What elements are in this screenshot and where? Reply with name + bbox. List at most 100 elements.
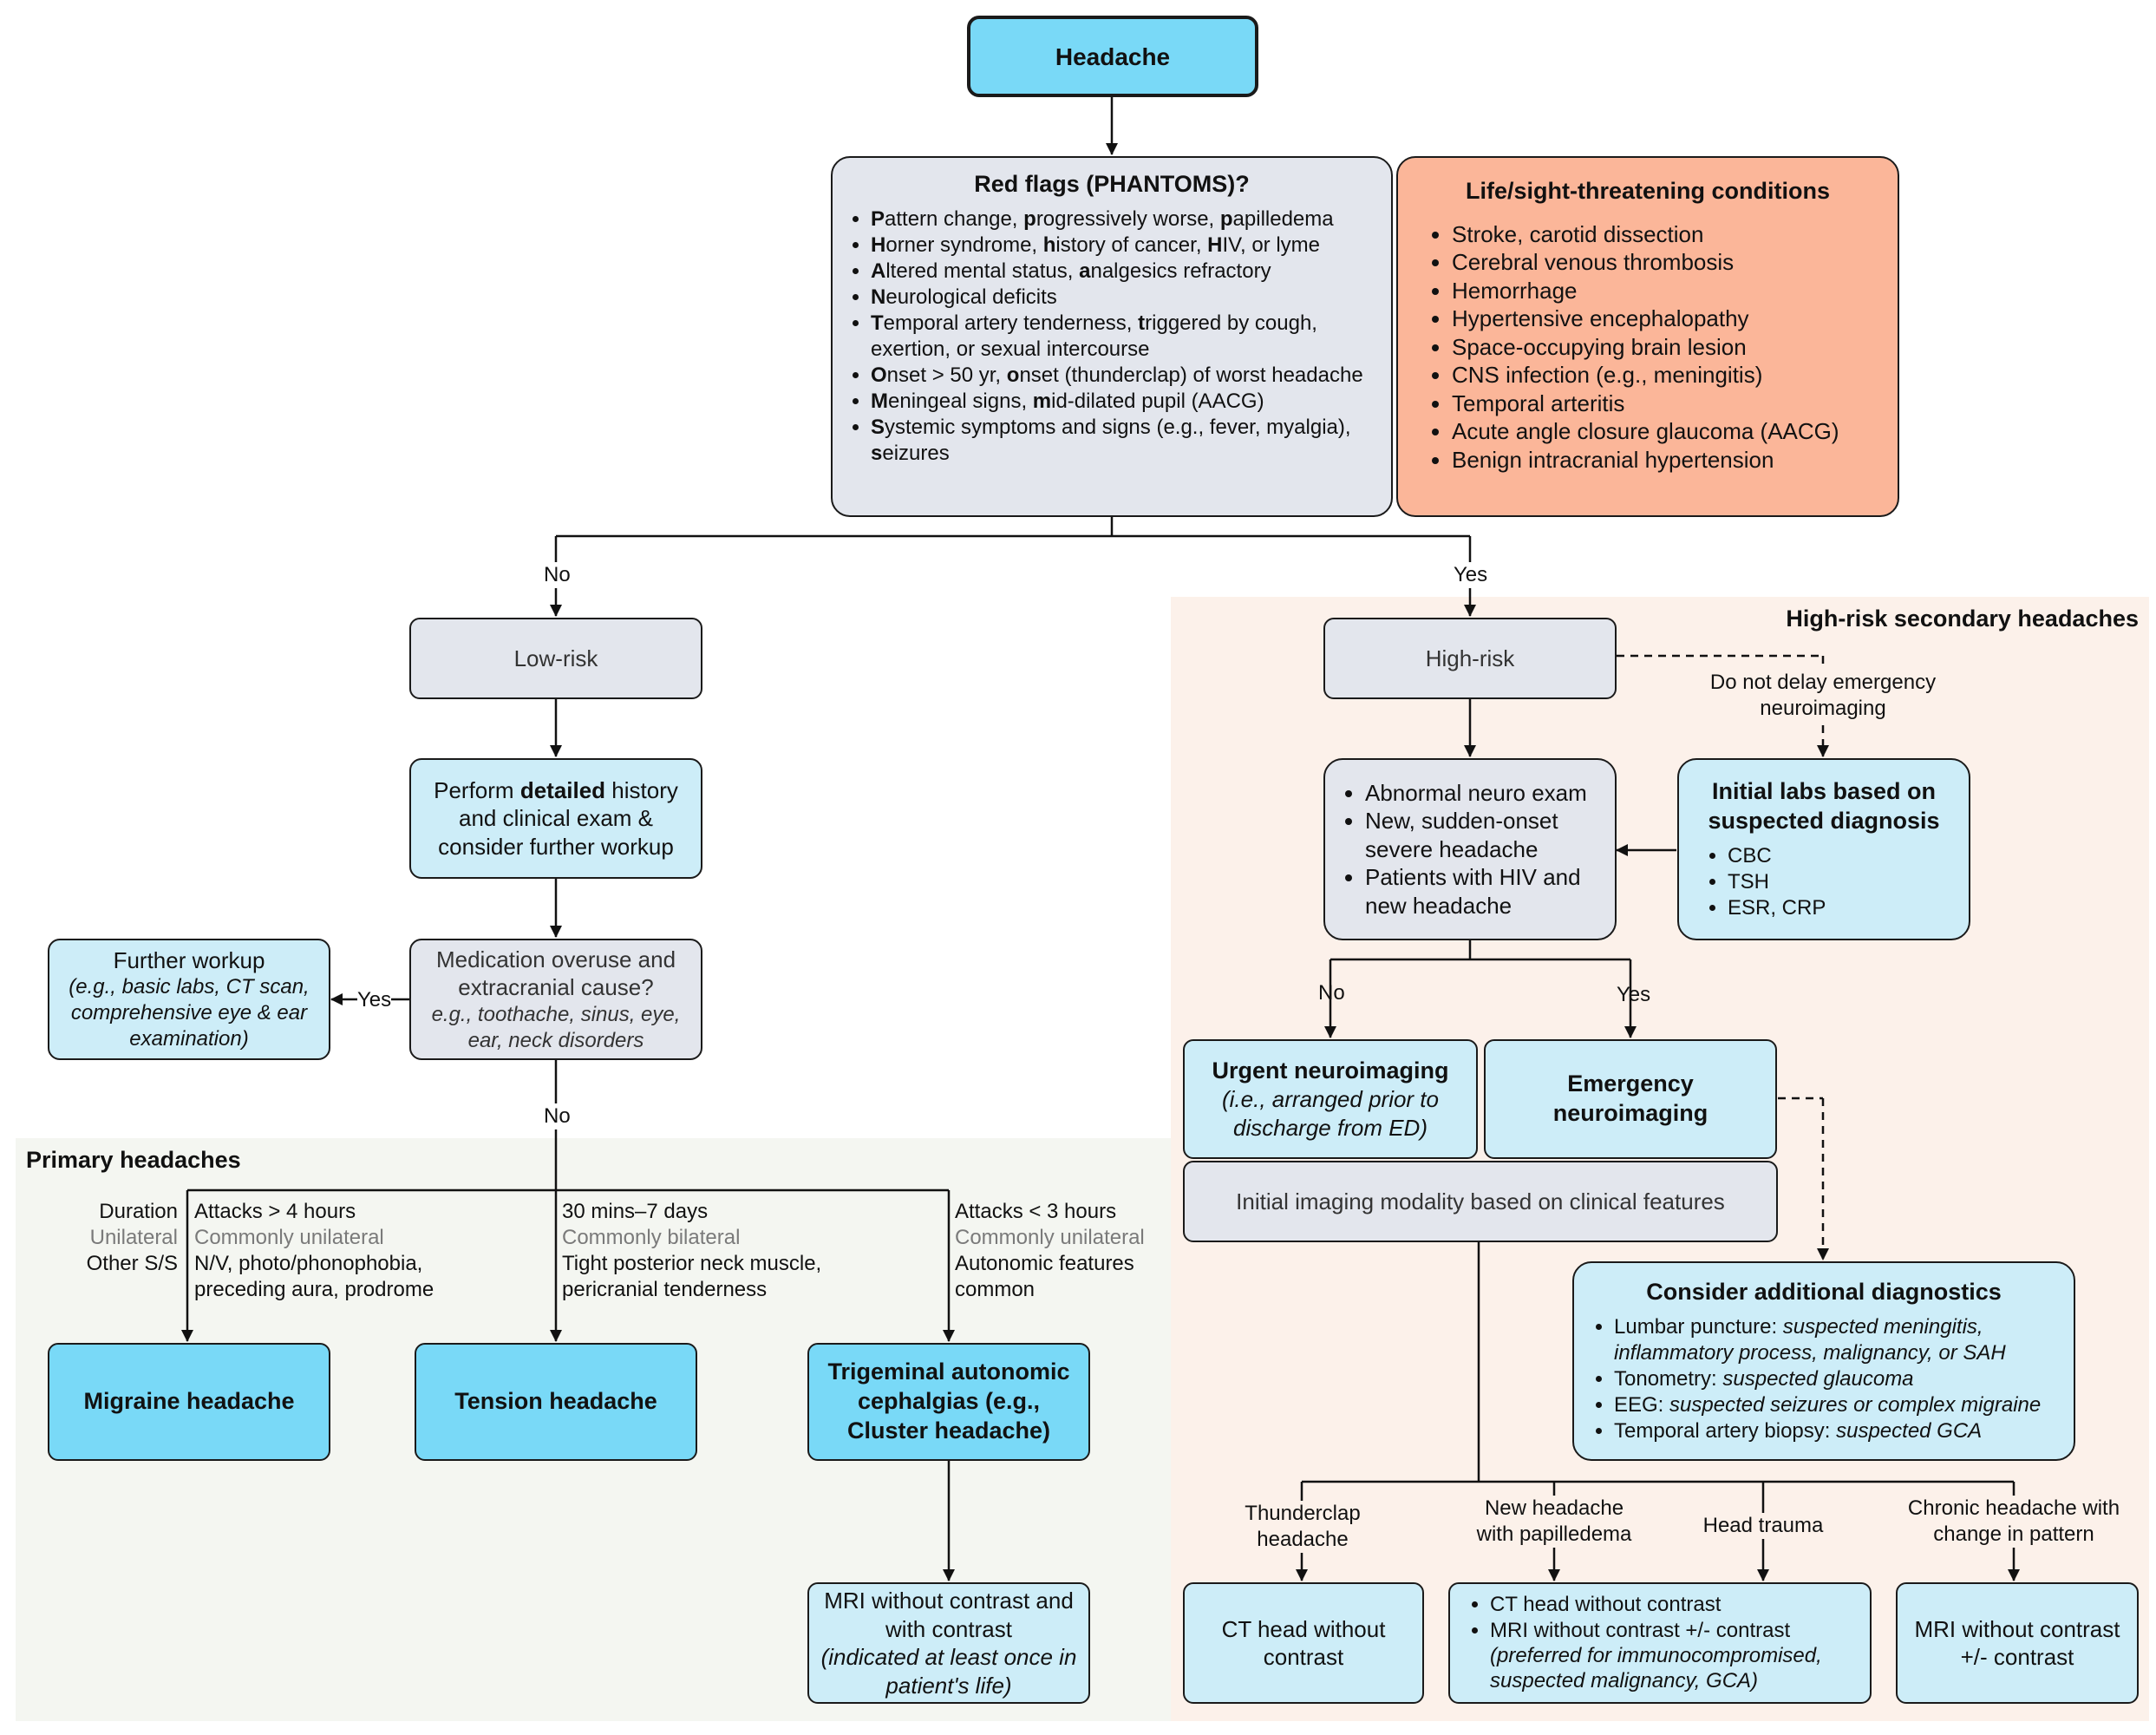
initial-lab-item: CBC [1728,843,1826,869]
medication-overuse-question: Medication overuse and extracranial caus… [435,946,676,1001]
combo-imaging-list: CT head without contrast MRI without con… [1460,1592,1859,1693]
red-flag-item: Horner syndrome, history of cancer, HIV,… [871,232,1377,259]
tac-features: Attacks < 3 hours Commonly unilateral Au… [955,1199,1172,1303]
detailed-history-node: Perform detailed history and clinical ex… [409,758,702,879]
migraine-other: N/V, photo/phonophobia, preceding aura, … [194,1252,434,1301]
neuro-exam-node: Abnormal neuro examNew, sudden-onset sev… [1323,758,1617,940]
neuro-exam-item: Patients with HIV and new headache [1365,863,1604,920]
delay-emergency-label: Do not delay emergency neuroimaging [1708,670,1937,722]
tac-label: Trigeminal autonomic cephalgias (e.g., C… [827,1359,1070,1444]
life-threatening-item: Space-occupying brain lesion [1452,333,1839,362]
red-flag-item: Altered mental status, analgesics refrac… [871,259,1377,285]
low-risk-node: Low-risk [409,618,702,699]
urgent-neuroimaging-node: Urgent neuroimaging (i.e., arranged prio… [1183,1039,1478,1159]
yes-label-workup: Yes [357,987,392,1013]
yes-label-highrisk: Yes [1454,562,1488,588]
further-workup-node: Further workup (e.g., basic labs, CT sca… [48,939,330,1060]
row-label-duration: Duration [99,1200,178,1223]
tension-other: Tight posterior neck muscle, pericranial… [562,1252,822,1301]
imaging-modality-node: Initial imaging modality based on clinic… [1183,1161,1778,1242]
primary-headaches-label: Primary headaches [26,1147,241,1173]
migraine-duration: Attacks > 4 hours [194,1200,356,1223]
red-flags-title: Red flags (PHANTOMS)? [974,171,1250,197]
life-threatening-title: Life/sight-threatening conditions [1466,178,1830,204]
combo-item-mri-text: MRI without contrast +/- contrast [1490,1618,1791,1642]
migraine-node: Migraine headache [48,1343,330,1461]
mri-contrast-node: MRI without contrast +/- contrast [1896,1582,2139,1704]
ct-head-label: CT head without contrast [1221,1615,1386,1671]
papilledema-label: New headache with papilledema [1466,1496,1643,1548]
no-label-urgent: No [1318,981,1345,1005]
mri-tac-detail: (indicated at least once in patient's li… [820,1644,1077,1699]
tac-other: Autonomic features common [955,1252,1134,1301]
combo-item-ct: CT head without contrast [1490,1592,1859,1617]
imaging-modality-label: Initial imaging modality based on clinic… [1236,1188,1725,1214]
thunderclap-label: Thunderclap headache [1232,1501,1374,1553]
no-label-medication: No [544,1103,571,1129]
red-flags-node: Red flags (PHANTOMS)? Pattern change, pr… [831,156,1393,517]
row-label-unilateral: Unilateral [89,1226,178,1249]
migraine-side: Commonly unilateral [194,1226,384,1249]
life-threatening-item: Temporal arteritis [1452,390,1839,418]
emergency-neuroimaging-node: Emergency neuroimaging [1484,1039,1777,1159]
emergency-neuroimaging-title: Emergency neuroimaging [1552,1070,1708,1126]
life-threatening-item: Benign intracranial hypertension [1452,446,1839,475]
detailed-history-text: Perform detailed history and clinical ex… [434,776,678,860]
red-flag-item: Onset > 50 yr, onset (thunderclap) of wo… [871,363,1377,389]
initial-labs-title: Initial labs based on suspected diagnosi… [1708,778,1940,834]
red-flag-item: Meningeal signs, mid-dilated pupil (AACG… [871,389,1377,415]
medication-overuse-node: Medication overuse and extracranial caus… [409,939,702,1060]
yes-label-emergency: Yes [1617,983,1651,1006]
headache-label: Headache [1055,43,1171,70]
combo-imaging-node: CT head without contrast MRI without con… [1448,1582,1872,1704]
initial-lab-item: TSH [1728,869,1826,895]
life-threatening-item: Acute angle closure glaucoma (AACG) [1452,417,1839,446]
further-workup-title: Further workup [113,946,265,973]
life-threatening-item: Hemorrhage [1452,277,1839,305]
trauma-label: Head trauma [1691,1513,1835,1539]
initial-labs-list: CBCTSHESR, CRP [1689,843,1826,921]
life-threatening-item: CNS infection (e.g., meningitis) [1452,361,1839,390]
mri-contrast-label: MRI without contrast +/- contrast [1914,1615,2120,1671]
initial-labs-node: Initial labs based on suspected diagnosi… [1677,758,1970,940]
neuro-exam-item: New, sudden-onset severe headache [1365,807,1604,863]
life-threatening-list: Stroke, carotid dissectionCerebral venou… [1415,220,1839,475]
migraine-features: Attacks > 4 hours Commonly unilateral N/… [194,1199,480,1303]
tension-features: 30 mins–7 days Commonly bilateral Tight … [562,1199,857,1303]
red-flag-item: Pattern change, progressively worse, pap… [871,206,1377,232]
high-risk-node: High-risk [1323,618,1617,699]
red-flags-list: Pattern change, progressively worse, pap… [846,206,1377,467]
headache-node: Headache [967,16,1258,97]
life-threatening-item: Stroke, carotid dissection [1452,220,1839,249]
additional-diagnostic-item: Temporal artery biopsy: suspected GCA [1614,1418,2061,1444]
primary-row-labels: Duration Unilateral Other S/S [82,1199,178,1277]
mri-tac-main: MRI without contrast and with contrast [824,1588,1074,1642]
tension-label: Tension headache [454,1388,657,1415]
additional-diagnostics-node: Consider additional diagnostics Lumbar p… [1572,1261,2075,1461]
initial-lab-item: ESR, CRP [1728,895,1826,921]
tac-side: Commonly unilateral [955,1226,1145,1249]
low-risk-label: Low-risk [513,645,598,671]
ct-head-node: CT head without contrast [1183,1582,1424,1704]
red-flag-item: Temporal artery tenderness, triggered by… [871,311,1377,363]
tension-side: Commonly bilateral [562,1226,741,1249]
additional-diagnostics-list: Lumbar puncture: suspected meningitis, i… [1586,1314,2061,1444]
additional-diagnostic-item: EEG: suspected seizures or complex migra… [1614,1392,2061,1418]
further-workup-detail: (e.g., basic labs, CT scan, comprehensiv… [69,975,310,1051]
additional-diagnostic-item: Tonometry: suspected glaucoma [1614,1366,2061,1392]
additional-diagnostics-title: Consider additional diagnostics [1646,1279,2002,1306]
combo-item-mri: MRI without contrast +/- contrast(prefer… [1490,1618,1859,1694]
red-flag-item: Neurological deficits [871,285,1377,311]
life-threatening-item: Cerebral venous thrombosis [1452,248,1839,277]
tension-duration: 30 mins–7 days [562,1200,709,1223]
additional-diagnostic-item: Lumbar puncture: suspected meningitis, i… [1614,1314,2061,1366]
life-threatening-node: Life/sight-threatening conditions Stroke… [1396,156,1899,517]
row-label-other: Other S/S [86,1252,178,1275]
tac-duration: Attacks < 3 hours [955,1200,1117,1223]
urgent-neuroimaging-title: Urgent neuroimaging [1212,1057,1449,1084]
urgent-neuroimaging-detail: (i.e., arranged prior to discharge from … [1221,1086,1439,1141]
no-label-lowrisk: No [544,562,571,588]
red-flag-item: Systemic symptoms and signs (e.g., fever… [871,415,1377,467]
mri-tac-node: MRI without contrast and with contrast (… [807,1582,1090,1704]
